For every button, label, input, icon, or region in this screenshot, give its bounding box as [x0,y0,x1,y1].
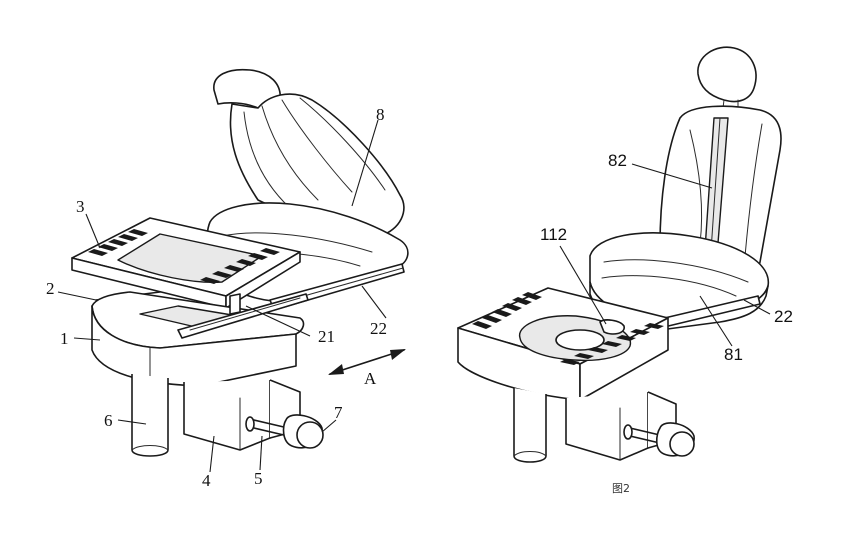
toilet-block [457,287,669,401]
label-22: 22 [370,319,387,338]
direction-arrow: A [328,349,406,388]
right-drawing: 112 82 22 81 图2 [457,46,793,495]
knob-5-7 [245,414,324,449]
label-4: 4 [202,471,211,490]
label-82: 82 [608,151,627,170]
figure-caption: 图2 [612,482,630,495]
label-112: 112 [540,225,567,244]
label-5: 5 [254,469,263,488]
label-22-right: 22 [774,307,793,326]
label-81: 81 [724,345,743,364]
label-2: 2 [46,279,55,298]
label-7: 7 [334,403,343,422]
label-1: 1 [60,329,69,348]
right-leaders [559,163,771,347]
base-1 [91,291,309,387]
label-8: 8 [376,105,385,124]
drain-4 [183,379,301,451]
left-drawing: A 1 2 3 4 5 6 7 8 21 22 [46,68,409,490]
direction-label: A [364,369,377,388]
leg-6 [131,374,169,457]
left-leaders [57,119,387,473]
label-6: 6 [104,411,113,430]
top-frame-3 [71,217,301,309]
leg-right [513,388,547,463]
label-3: 3 [76,197,85,216]
knob-right [623,422,695,457]
label-21: 21 [318,327,335,346]
seat-right [589,46,782,331]
